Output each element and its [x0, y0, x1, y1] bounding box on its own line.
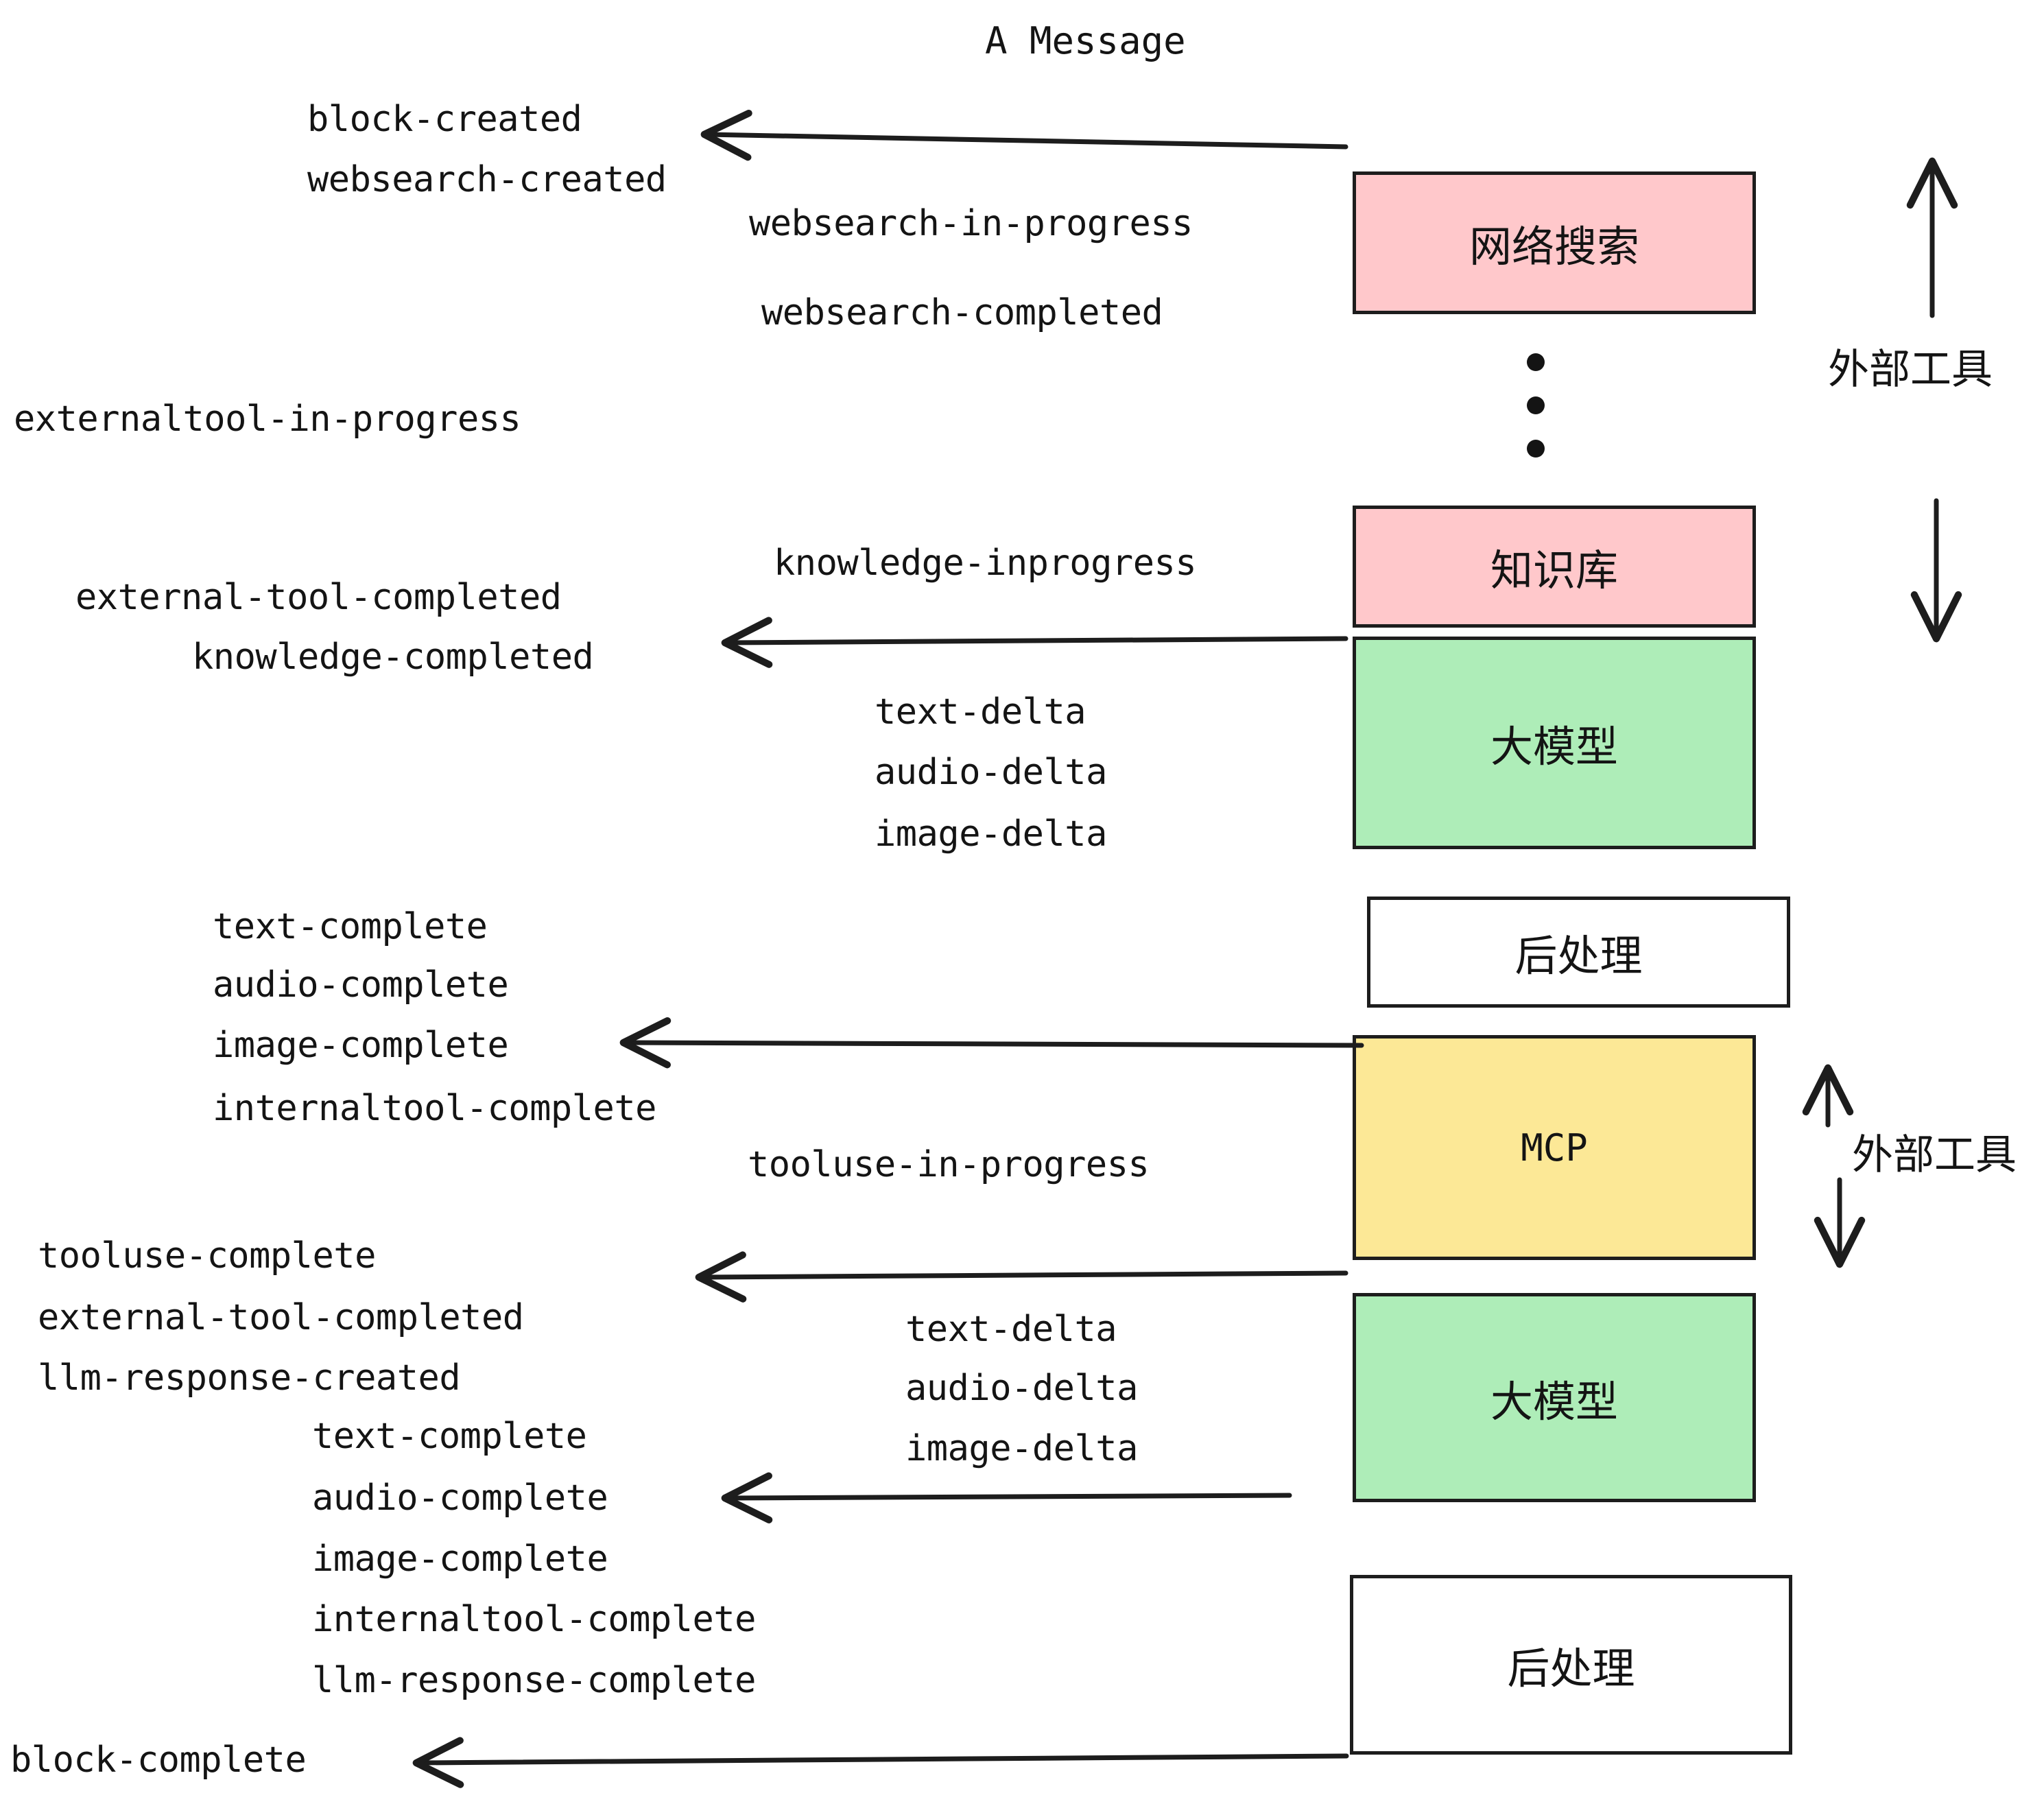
- event-external-tool-completed-2: external-tool-completed: [38, 1297, 524, 1338]
- event-llm-response-created: llm-response-created: [38, 1357, 461, 1399]
- event-audio-complete-1: audio-complete: [213, 964, 509, 1006]
- event-image-complete-2: image-complete: [312, 1539, 608, 1580]
- node-websearch-label: 网络搜索: [1469, 222, 1639, 272]
- node-mcp[interactable]: MCP: [1353, 1035, 1756, 1260]
- event-block-created: block-created: [307, 99, 582, 140]
- event-text-complete-1: text-complete: [213, 906, 488, 947]
- event-websearch-created: websearch-created: [307, 159, 667, 200]
- event-text-complete-2: text-complete: [312, 1416, 587, 1457]
- event-knowledge-inprogress: knowledge-inprogress: [774, 543, 1197, 584]
- arrow-postprocess-to-block-complete: [412, 1737, 1349, 1788]
- node-postprocess-bottom-label: 后处理: [1507, 1643, 1635, 1694]
- node-llm-bottom[interactable]: 大模型: [1353, 1293, 1756, 1502]
- node-websearch[interactable]: 网络搜索: [1353, 171, 1756, 314]
- event-audio-delta-1: audio-delta: [875, 752, 1107, 793]
- node-llm-top[interactable]: 大模型: [1353, 637, 1756, 849]
- node-postprocess-top-label: 后处理: [1514, 931, 1643, 981]
- event-audio-delta-2: audio-delta: [905, 1368, 1138, 1409]
- event-websearch-in-progress: websearch-in-progress: [749, 203, 1193, 244]
- node-postprocess-bottom[interactable]: 后处理: [1350, 1575, 1792, 1755]
- event-tooluse-complete: tooluse-complete: [38, 1235, 376, 1277]
- arrow-llm-bottom-to-audio-complete: [721, 1472, 1292, 1523]
- diagram-title: A Message: [985, 19, 1186, 62]
- node-mcp-label: MCP: [1521, 1126, 1588, 1170]
- side-label-external-tool-bottom: 外部工具: [1852, 1131, 2017, 1179]
- event-externaltool-in-progress: externaltool-in-progress: [14, 399, 521, 440]
- event-external-tool-completed-1: external-tool-completed: [75, 577, 562, 618]
- node-llm-top-label: 大模型: [1490, 722, 1618, 772]
- event-internaltool-complete-2: internaltool-complete: [312, 1599, 756, 1640]
- event-text-delta-2: text-delta: [905, 1309, 1117, 1350]
- event-audio-complete-2: audio-complete: [312, 1477, 608, 1519]
- event-image-complete-1: image-complete: [213, 1025, 509, 1066]
- event-image-delta-2: image-delta: [905, 1428, 1138, 1469]
- node-knowledge[interactable]: 知识库: [1353, 506, 1756, 628]
- arrow-websearch-to-created: [700, 109, 1348, 161]
- side-label-external-tool-top: 外部工具: [1828, 346, 1993, 394]
- node-postprocess-top[interactable]: 后处理: [1367, 897, 1790, 1008]
- event-text-delta-1: text-delta: [875, 691, 1086, 733]
- ellipsis-dot-3: [1527, 440, 1545, 458]
- node-llm-bottom-label: 大模型: [1490, 1376, 1618, 1427]
- event-image-delta-1: image-delta: [875, 814, 1107, 855]
- event-knowledge-completed: knowledge-completed: [192, 637, 594, 678]
- node-knowledge-label: 知识库: [1490, 545, 1618, 595]
- event-llm-response-complete: llm-response-complete: [312, 1660, 756, 1701]
- arrow-knowledge-to-completed: [721, 617, 1348, 668]
- arrow-postprocess-to-image-complete: [619, 1017, 1364, 1069]
- event-tooluse-in-progress: tooluse-in-progress: [748, 1144, 1150, 1185]
- event-internaltool-complete-1: internaltool-complete: [213, 1088, 656, 1129]
- ellipsis-dot-1: [1527, 353, 1545, 371]
- ellipsis-dot-2: [1527, 396, 1545, 414]
- event-block-complete: block-complete: [10, 1740, 307, 1781]
- arrow-mcp-to-tooluse-complete: [695, 1251, 1348, 1303]
- event-websearch-completed: websearch-completed: [761, 292, 1163, 333]
